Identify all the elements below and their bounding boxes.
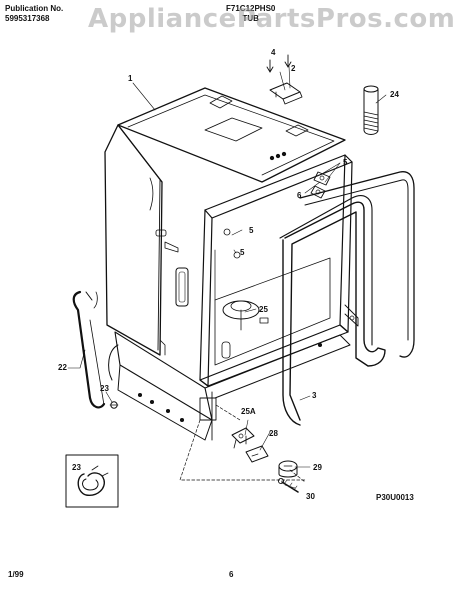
callout-30: 30: [306, 492, 315, 501]
publication-label: Publication No.: [5, 4, 64, 13]
callout-22: 22: [58, 363, 67, 372]
callout-29: 29: [313, 463, 322, 472]
callout-5-middle: 5: [249, 226, 254, 235]
part-29-cap: [278, 460, 298, 478]
callout-23-clamp: 23: [100, 384, 109, 393]
part-30-screw: [277, 477, 299, 493]
callout-numbers: 1 2 3 4 5 5 5 6 22 23 23 24 25 25A 28 29…: [58, 48, 399, 501]
callout-5-upper: 5: [343, 158, 348, 167]
callout-1: 1: [128, 74, 133, 83]
part-6-screws: [310, 171, 331, 199]
part-25a-clip: [231, 427, 255, 449]
model-header: F71C12PHS0 TUB: [226, 4, 275, 24]
callout-2: 2: [291, 64, 296, 73]
callout-28: 28: [269, 429, 278, 438]
callout-25a: 25A: [241, 407, 256, 416]
callout-23-inset: 23: [72, 463, 81, 472]
part-24-spring-arm: [363, 85, 387, 135]
section-title: TUB: [242, 14, 259, 23]
tub-assembly: [104, 87, 346, 356]
model-number: F71C12PHS0: [226, 4, 276, 13]
callout-4: 4: [271, 48, 276, 57]
leader-lines: [179, 404, 306, 483]
tub-front-frame: [199, 151, 353, 387]
callout-5-lower: 5: [240, 248, 245, 257]
part-28-connector: [245, 445, 269, 463]
callout-3: 3: [312, 391, 317, 400]
footer-date: 1/99: [8, 570, 24, 579]
part-23-inset: [65, 454, 119, 508]
footer-page-number: 6: [229, 570, 234, 579]
publication-number: 5995317368: [5, 14, 50, 23]
publication-info: Publication No. 5995317368: [5, 4, 63, 24]
part-2-bracket: [266, 54, 303, 105]
callout-25: 25: [259, 305, 268, 314]
base-frame: [108, 304, 359, 441]
door-gasket: [279, 171, 415, 426]
callout-6: 6: [297, 191, 302, 200]
callout-24: 24: [390, 90, 399, 99]
watermark: AppliancePartsPros.com: [88, 4, 456, 34]
diagram-code: P30U0013: [376, 493, 414, 502]
part-23-clamp: [109, 401, 119, 409]
